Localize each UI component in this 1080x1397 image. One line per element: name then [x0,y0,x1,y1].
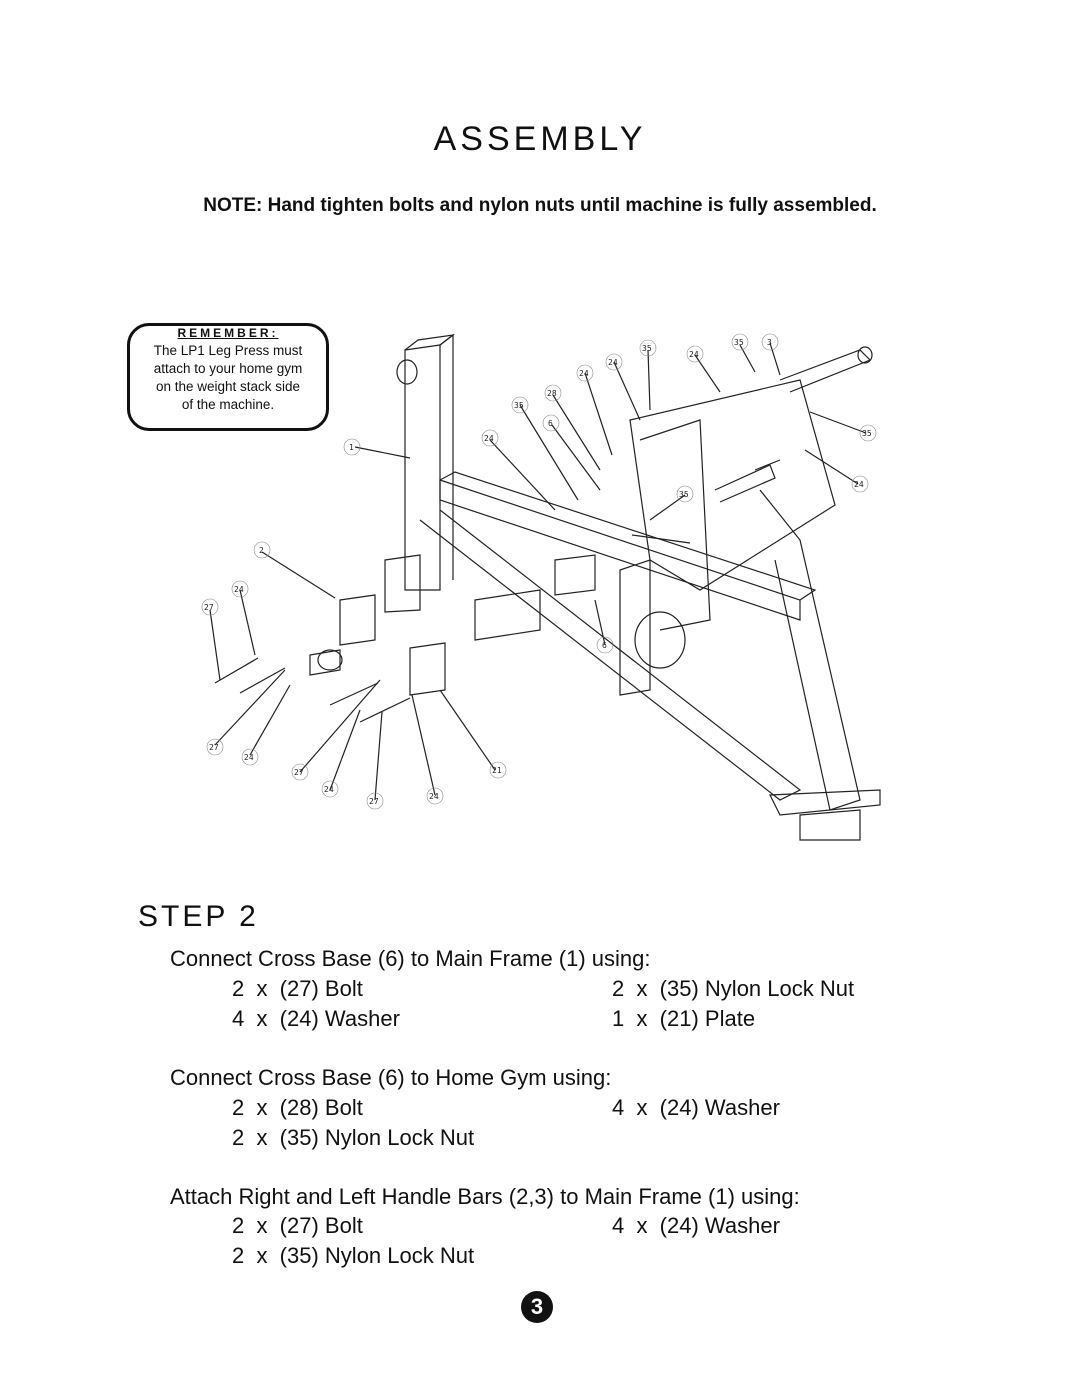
diagram-callout: 24 [579,369,589,378]
parts-line: 2 x (35) Nylon Lock Nut [232,1125,475,1150]
diagram-callout: 35 [862,429,872,438]
section-heading: Attach Right and Left Handle Bars (2,3) … [170,1184,800,1209]
parts-line: 4 x (24) Washer [232,1006,400,1031]
diagram-callout: 1 [349,443,354,452]
diagram-callout: 27 [209,743,219,752]
diagram-callout: 24 [429,792,439,801]
diagram-callout: 21 [492,766,502,775]
page-title: ASSEMBLY [433,120,647,158]
diagram-callout: 24 [689,350,699,359]
section-heading: Connect Cross Base (6) to Home Gym using… [170,1065,612,1090]
diagram-callout: 24 [244,753,254,762]
parts-line: 2 x (28) Bolt [232,1095,363,1120]
remember-heading: REMEMBER: [177,326,279,340]
diagram-callout: 35 [642,344,652,353]
parts-line: 4 x (24) Washer [612,1213,780,1238]
parts-line: 2 x (35) Nylon Lock Nut [232,1243,475,1268]
remember-line: of the machine. [181,397,275,412]
diagram-callout: 6 [548,419,553,428]
diagram-callout: 2 [259,546,264,555]
diagram-callout: 24 [854,480,864,489]
assembly-note: NOTE: Hand tighten bolts and nylon nuts … [203,195,877,216]
parts-line: 2 x (27) Bolt [232,976,363,1001]
page-number: 3 [521,1291,553,1323]
section-heading: Connect Cross Base (6) to Main Frame (1)… [170,946,651,971]
diagram-callout: 28 [547,389,557,398]
remember-line: attach to your home gym [153,361,303,376]
diagram-callout: 35 [514,401,524,410]
diagram-callout: 6 [602,641,607,650]
parts-line: 4 x (24) Washer [612,1095,780,1120]
remember-callout: REMEMBER: The LP1 Leg Press must attach … [127,323,329,431]
diagram-callout: 24 [484,434,494,443]
parts-line: 2 x (27) Bolt [232,1213,363,1238]
parts-line: 2 x (35) Nylon Lock Nut [612,976,855,1001]
diagram-callout: 24 [324,785,334,794]
diagram-callout: 24 [234,585,244,594]
diagram-callout: 35 [734,338,744,347]
remember-line: on the weight stack side [155,379,301,394]
step-label: STEP 2 [138,900,259,933]
parts-line: 1 x (21) Plate [612,1006,756,1031]
diagram-callout: 27 [294,768,304,777]
diagram-callout: 27 [369,797,379,806]
diagram-callout: 35 [679,490,689,499]
diagram-callout: 24 [608,358,618,367]
assembly-diagram: 1 2 3 6 6 21 24 24 24 24 24 24 24 24 24 … [201,333,881,841]
remember-line: The LP1 Leg Press must [153,343,303,358]
diagram-callout: 27 [204,603,214,612]
diagram-callout: 3 [767,338,772,347]
